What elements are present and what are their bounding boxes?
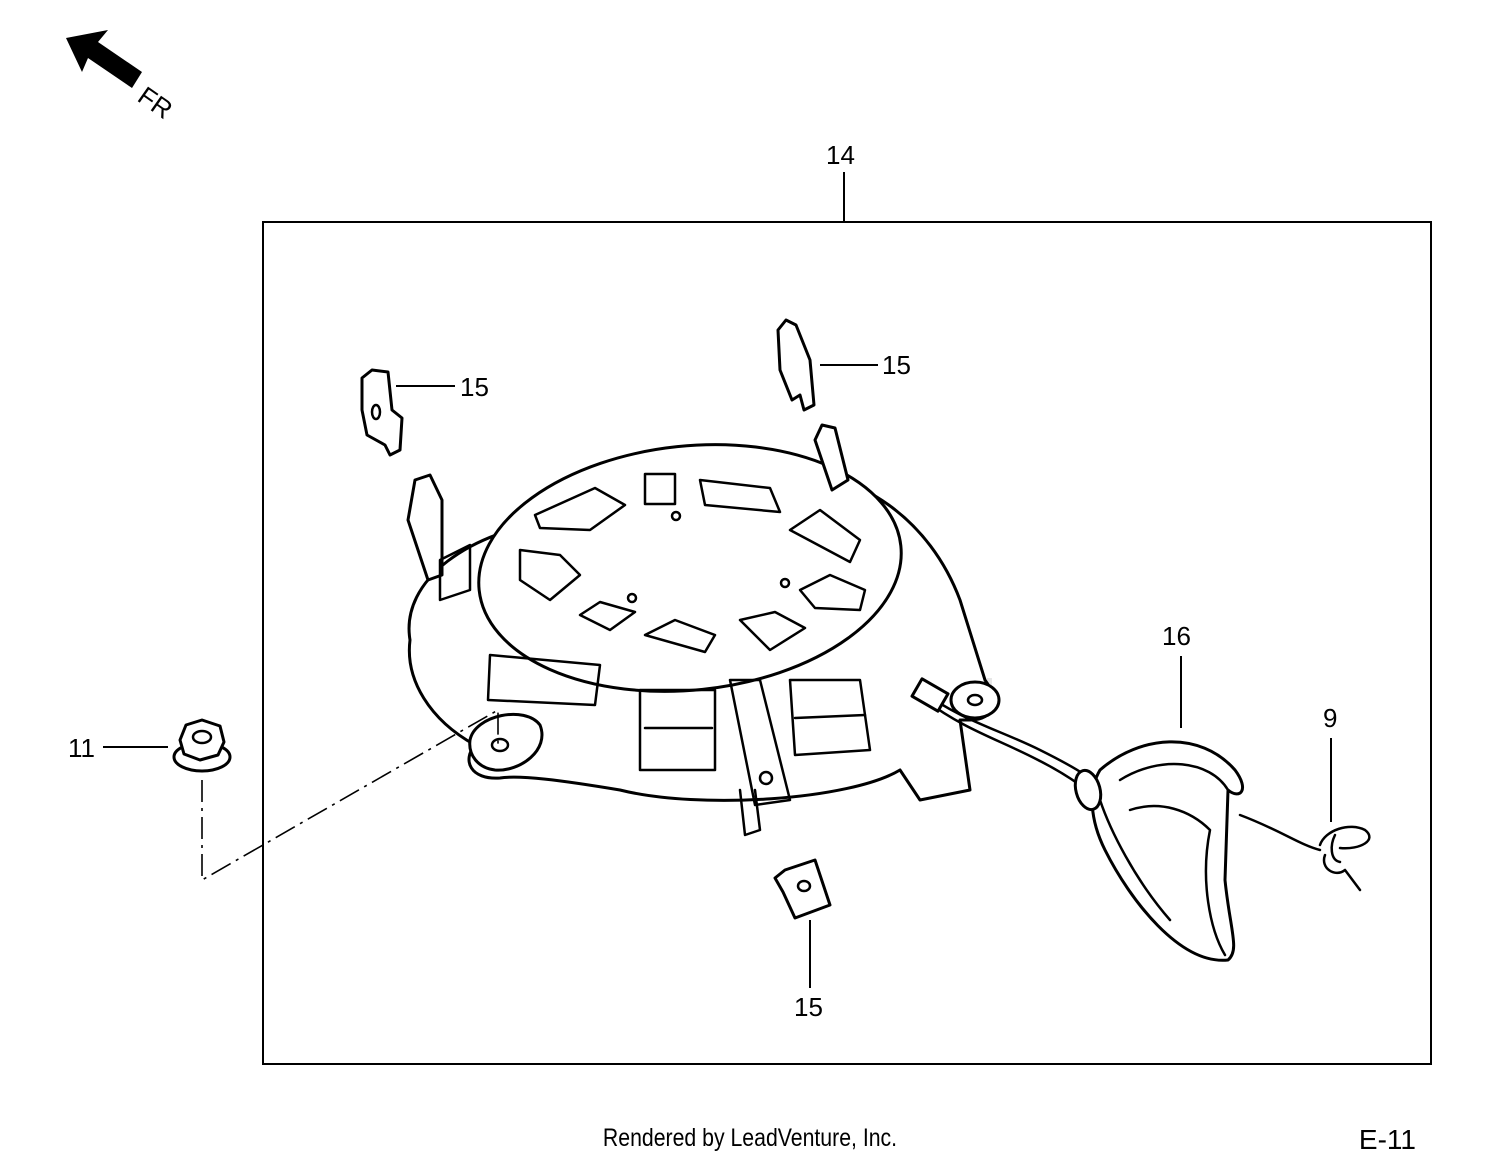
- flange-nut: [172, 718, 232, 773]
- clip-bottom: [773, 858, 832, 920]
- callout-11: 11: [68, 733, 95, 763]
- page-code: E-11: [1358, 1124, 1416, 1155]
- callout-15-top-right: 15: [882, 350, 911, 380]
- fr-label: FR: [133, 80, 179, 124]
- footer-credit: Rendered by LeadVenture, Inc.: [602, 1124, 898, 1152]
- clip-top-left: [360, 368, 404, 457]
- callout-15-top-left: 15: [460, 372, 489, 402]
- nut-alignment-line: [201, 708, 499, 882]
- callout-9: 9: [1323, 703, 1337, 733]
- callout-16: 16: [1162, 621, 1191, 651]
- arrow-icon: [66, 30, 142, 88]
- rope-clip: [1238, 813, 1371, 892]
- front-direction-arrow: FR: [66, 30, 178, 125]
- starter-grip: [1073, 740, 1245, 962]
- starter-rope: [910, 677, 1087, 787]
- assembly-frame: [262, 221, 1432, 1065]
- callout-14: 14: [826, 140, 855, 170]
- clip-top-right: [776, 318, 816, 412]
- callout-15-bottom: 15: [794, 992, 823, 1022]
- recoil-starter-body: [406, 423, 1001, 837]
